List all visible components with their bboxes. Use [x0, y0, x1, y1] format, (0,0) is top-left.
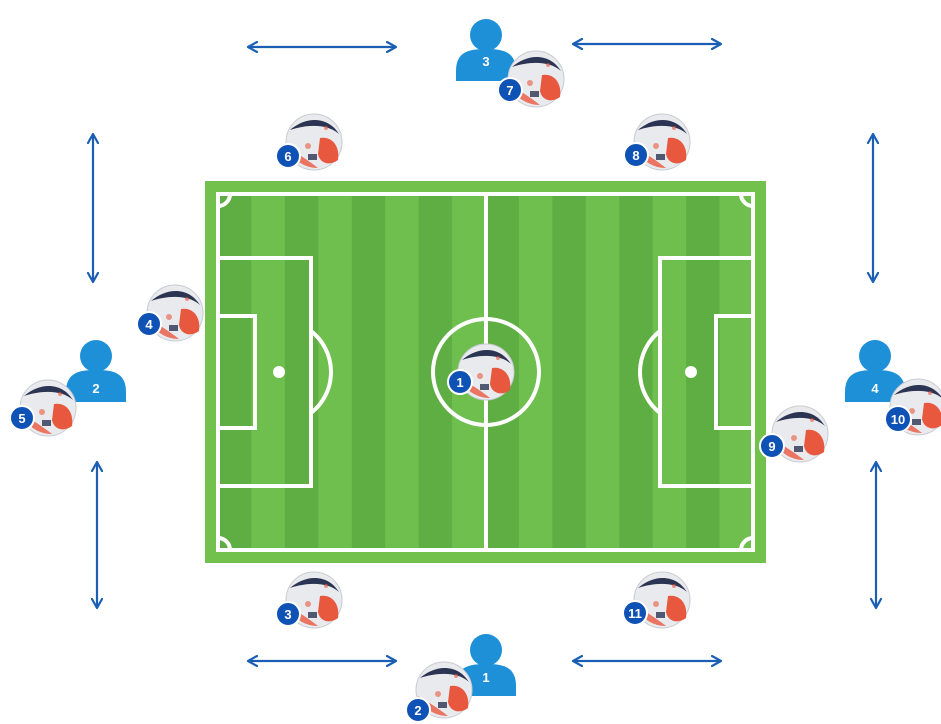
pitch-stripe	[419, 194, 452, 550]
pitch-stripe	[619, 194, 652, 550]
pitch-stripe	[285, 194, 318, 550]
person-icon	[470, 634, 502, 666]
ball: 5	[10, 380, 76, 436]
ball: 8	[624, 114, 690, 170]
ball-label: 8	[632, 148, 639, 163]
ball: 11	[623, 572, 690, 628]
pitch-stripe	[552, 194, 585, 550]
ball-label: 1	[456, 375, 463, 390]
player-label: 1	[482, 670, 489, 685]
player: 2	[66, 340, 126, 402]
ball-label: 2	[414, 703, 421, 718]
ball-label: 7	[506, 83, 513, 98]
ball-label: 9	[768, 439, 775, 454]
ball: 4	[137, 285, 203, 341]
ball: 3	[276, 572, 342, 628]
ball-label: 10	[891, 412, 905, 427]
left-penalty-spot	[273, 366, 285, 378]
pitch-stripe	[352, 194, 385, 550]
player: 3	[456, 19, 516, 81]
person-icon	[80, 340, 112, 372]
person-icon	[470, 19, 502, 51]
ball-label: 11	[628, 606, 642, 621]
pitch-stripe	[218, 194, 251, 550]
player-label: 3	[482, 54, 489, 69]
ball: 9	[760, 406, 828, 462]
ball-label: 5	[18, 411, 25, 426]
player-label: 2	[92, 381, 99, 396]
ball-label: 6	[284, 149, 291, 164]
person-icon	[859, 340, 891, 372]
ball-label: 3	[284, 607, 291, 622]
right-penalty-spot	[685, 366, 697, 378]
player-label: 4	[871, 381, 879, 396]
ball: 2	[406, 662, 472, 722]
ball-label: 4	[145, 317, 153, 332]
ball: 6	[276, 114, 342, 170]
